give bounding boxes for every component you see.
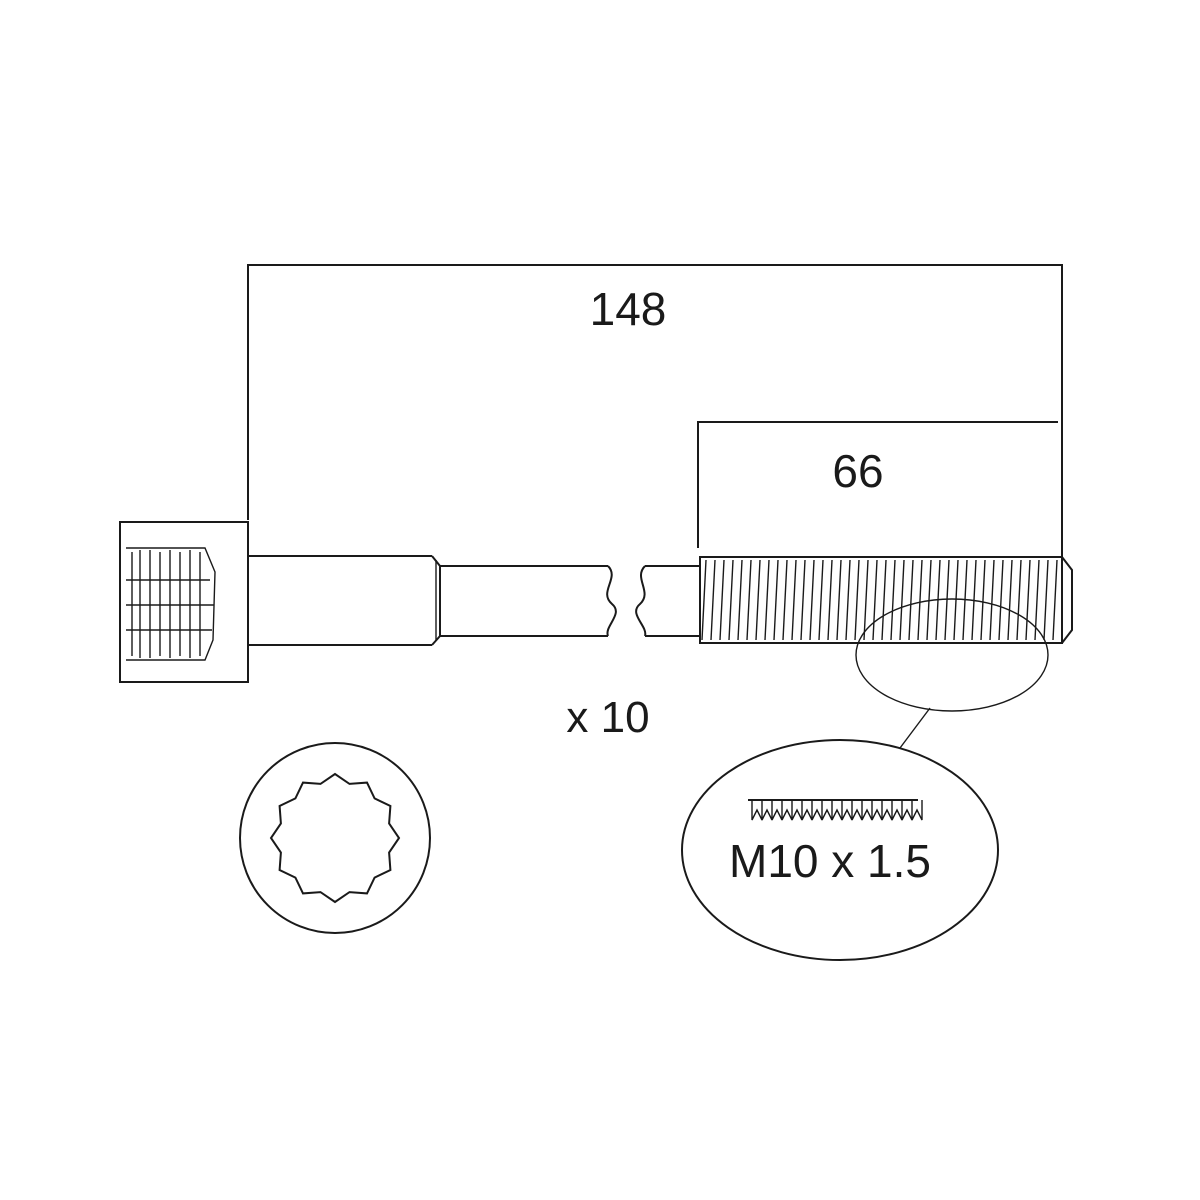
bolt-side-view <box>119 521 1073 712</box>
thread-line <box>989 559 995 641</box>
thread-line <box>791 559 797 641</box>
thread-line <box>1052 559 1058 641</box>
thread-line <box>755 559 761 641</box>
thread-line <box>737 559 743 641</box>
thread-line <box>1016 559 1022 641</box>
thread-line <box>809 559 815 641</box>
thread-line <box>881 559 887 641</box>
thread-line <box>1025 559 1031 641</box>
bolt-shank <box>248 555 700 646</box>
thread-line <box>818 559 824 641</box>
thread-line <box>1007 559 1013 641</box>
thread-detail-view: M10 x 1.5 <box>681 739 999 961</box>
thread-line <box>998 559 1004 641</box>
thread-line <box>728 559 734 641</box>
thread-line <box>701 559 707 641</box>
thread-line <box>836 559 842 641</box>
thread-line <box>845 559 851 641</box>
detail-callout-circle <box>855 598 1049 712</box>
overall-length-label: 148 <box>590 283 667 335</box>
thread-line <box>953 559 959 641</box>
bolt-head-end-view <box>239 742 431 934</box>
thread-hatching <box>701 559 1058 641</box>
thread-line <box>773 559 779 641</box>
thread-length-dimension: 66 <box>697 421 1058 548</box>
thread-line <box>899 559 905 641</box>
thread-line <box>1043 559 1049 641</box>
twelve-point-socket-end-icon <box>269 772 401 904</box>
thread-line <box>908 559 914 641</box>
thread-line <box>980 559 986 641</box>
thread-line <box>719 559 725 641</box>
thread-line <box>710 559 716 641</box>
bolt-head <box>119 521 249 683</box>
thread-line <box>863 559 869 641</box>
thread-length-label: 66 <box>832 445 883 497</box>
thread-line <box>782 559 788 641</box>
thread-spec-label: M10 x 1.5 <box>729 835 931 887</box>
thread-line <box>944 559 950 641</box>
thread-line <box>917 559 923 641</box>
overall-length-dimension: 148 <box>247 264 1063 560</box>
twelve-point-socket-icon <box>126 547 216 661</box>
thread-profile-icon <box>748 799 923 821</box>
thread-line <box>800 559 806 641</box>
thread-line <box>827 559 833 641</box>
thread-line <box>764 559 770 641</box>
detail-leader-line <box>899 707 931 749</box>
thread-line <box>890 559 896 641</box>
thread-line <box>872 559 878 641</box>
quantity-label: x 10 <box>566 693 649 742</box>
bolt-thread-section <box>699 556 1073 644</box>
thread-line <box>746 559 752 641</box>
thread-line <box>854 559 860 641</box>
